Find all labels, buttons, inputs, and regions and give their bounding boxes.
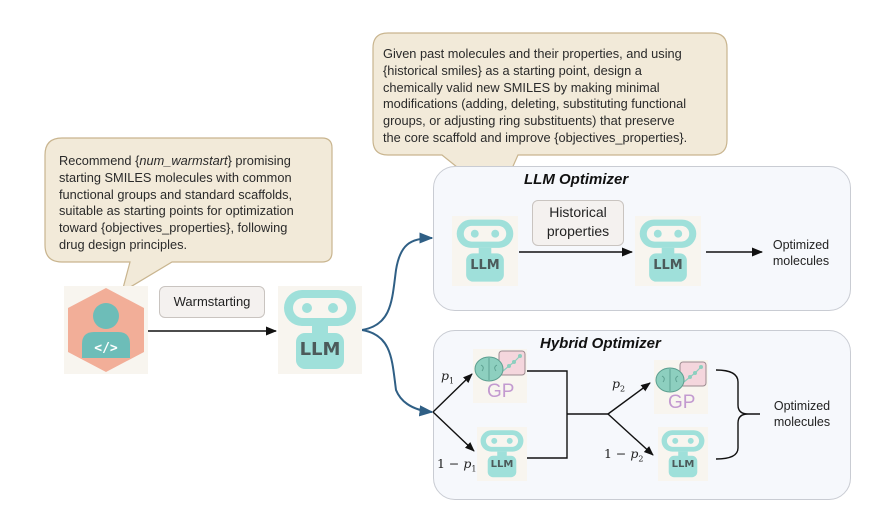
llm-label: LLM	[470, 258, 500, 273]
text-fragment: } promising	[227, 153, 291, 168]
output-line: Optimized	[773, 399, 831, 413]
output-line: Optimized	[772, 238, 830, 252]
llm-optimizer-output: Optimized molecules	[766, 237, 836, 269]
split1-to-gp-arrow	[432, 373, 473, 413]
merge-connector	[527, 370, 608, 459]
split2-to-gp-arrow	[607, 382, 651, 415]
output-line: molecules	[772, 254, 830, 268]
warmstarting-label: Warmstarting	[159, 286, 265, 318]
optimizer-prompt-line: Given past molecules and their propertie…	[383, 46, 682, 61]
optimizer-prompt-line: {historical smiles} as a starting point,…	[383, 62, 642, 78]
math-sub: 1	[449, 376, 455, 386]
label-line: Historical	[549, 204, 607, 220]
branch-arrow-to-llm-optimizer	[361, 232, 434, 331]
llm-label: LLM	[299, 339, 341, 360]
math-sub: 1	[471, 464, 477, 474]
warmstart-prompt-line: drug design principles.	[59, 236, 188, 252]
gp-label: GP	[487, 381, 515, 402]
warmstart-prompt-line: suitable as starting points for optimiza…	[59, 203, 294, 219]
gp-icon: GP	[654, 360, 708, 414]
math-sub: 2	[638, 454, 644, 464]
llm-optimizer-title: LLM Optimizer	[524, 171, 629, 188]
math-op: 1 −	[604, 446, 631, 461]
robot-graphic	[480, 430, 524, 478]
llm-label: LLM	[490, 459, 514, 470]
robot-graphic	[661, 430, 705, 478]
gp-graphic	[655, 361, 707, 393]
warmstart-prompt-line: functional groups and standard scaffolds…	[59, 186, 293, 202]
branch-arrow-to-hybrid-optimizer	[361, 329, 434, 417]
math-op: 1 −	[437, 456, 464, 471]
warmstart-prompt-text: Recommend {num_warmstart} promising star…	[59, 153, 329, 254]
warmstart-prompt-line: starting SMILES molecules with common	[59, 169, 292, 185]
llm-label: LLM	[653, 258, 683, 273]
hybrid-optimizer-output: Optimized molecules	[766, 398, 838, 430]
llm-robot-icon: LLM	[452, 216, 518, 286]
svg-text:</>: </>	[94, 341, 118, 356]
llm-robot-icon: LLM	[477, 427, 527, 481]
historical-properties-label: Historical properties	[532, 200, 624, 246]
llm-label: LLM	[671, 459, 695, 470]
text-fragment: Recommend {	[59, 153, 140, 168]
gp-icon: GP	[473, 349, 527, 403]
developer-user-icon: </>	[64, 286, 148, 374]
gp-label: GP	[668, 392, 696, 413]
robot-graphic	[639, 219, 697, 282]
optimizer-prompt-text: Given past molecules and their propertie…	[383, 46, 728, 147]
hybrid-optimizer-title: Hybrid Optimizer	[540, 335, 661, 352]
robot-graphic	[284, 290, 356, 369]
llm-robot-icon: LLM	[658, 427, 708, 481]
one-minus-p1-label: 1 − p1	[437, 456, 476, 474]
optimizer-prompt-line: chemically valid new SMILES by making mi…	[383, 79, 660, 95]
math-var: p	[463, 456, 472, 471]
optimizer-prompt-line: groups, or adjusting ring substituents) …	[383, 113, 675, 129]
split2-to-llm-arrow	[607, 413, 654, 456]
num-warmstart-variable: num_warmstart	[139, 153, 228, 168]
gp-graphic	[474, 350, 526, 382]
split1-to-llm-arrow	[432, 411, 475, 452]
p2-label: p2	[612, 376, 625, 394]
output-brace	[715, 369, 760, 460]
one-minus-p2-label: 1 − p2	[604, 446, 643, 464]
math-var: p	[612, 376, 621, 391]
llm-robot-icon-main: LLM	[278, 286, 362, 374]
warmstart-prompt-line: Recommend {num_warmstart} promising	[59, 153, 329, 170]
math-var: p	[630, 446, 639, 461]
warmstart-prompt-bubble	[44, 137, 333, 294]
robot-graphic	[456, 219, 514, 282]
optimizer-prompt-line: the core scaffold and improve {objective…	[383, 129, 688, 145]
llm-robot-icon: LLM	[635, 216, 701, 286]
p1-label: p1	[441, 368, 454, 386]
math-var: p	[441, 368, 450, 383]
optimizer-prompt-line: modifications (adding, deleting, substit…	[383, 96, 687, 112]
warmstart-prompt-line: toward {objectives_properties}, followin…	[59, 220, 288, 236]
developer-user-icon-graphic: </>	[68, 288, 144, 372]
math-sub: 2	[620, 384, 626, 394]
label-line: properties	[546, 223, 610, 239]
output-line: molecules	[773, 415, 831, 429]
